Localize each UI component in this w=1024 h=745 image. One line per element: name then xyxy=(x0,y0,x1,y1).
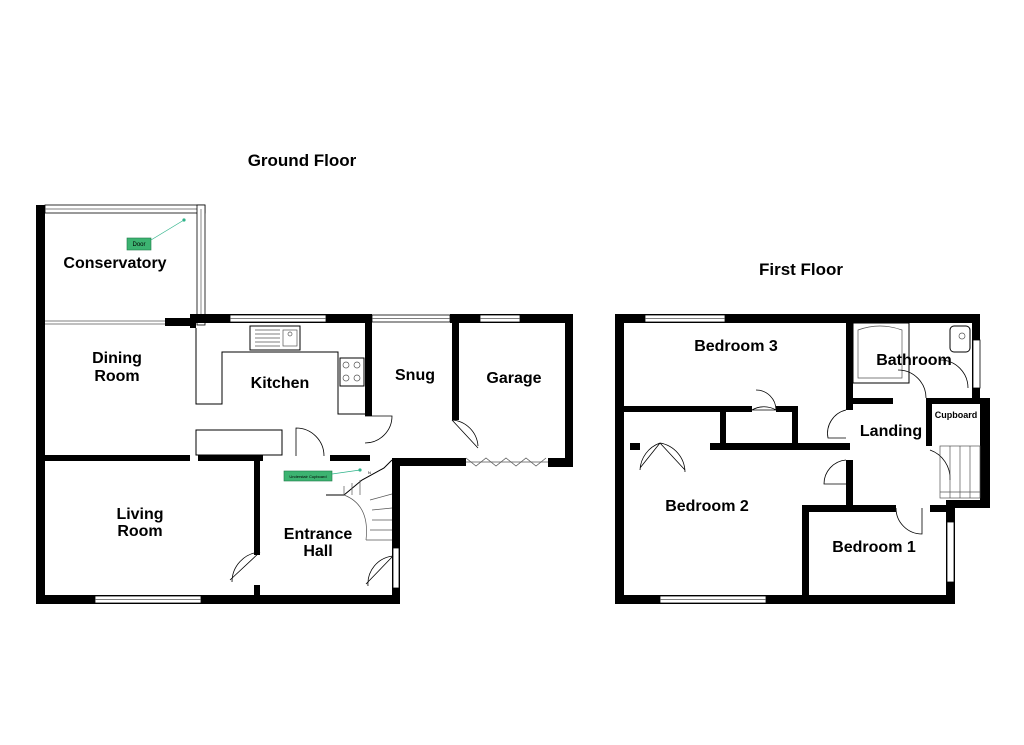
door-tag-label: Door xyxy=(132,242,145,248)
conservatory-walls xyxy=(36,204,206,326)
first-floor-plan: First Floor xyxy=(615,260,990,604)
understair-cupboard-label: Understair Cupboard xyxy=(289,474,326,479)
bedroom-3-label: Bedroom 3 xyxy=(694,338,778,355)
entrance-hall-label-line1: Entrance xyxy=(284,526,353,543)
landing-label: Landing xyxy=(860,423,922,440)
kitchen-label: Kitchen xyxy=(251,375,310,392)
garage-label: Garage xyxy=(486,370,541,387)
entrance-hall-label-line2: Hall xyxy=(303,543,332,560)
cupboard-label: Cupboard xyxy=(935,410,978,420)
conservatory-label: Conservatory xyxy=(63,255,166,272)
ground-floor-doors xyxy=(229,415,479,587)
dining-room-label-line2: Room xyxy=(94,368,139,385)
dining-room-label-line1: Dining xyxy=(92,350,142,367)
ground-floor-stairs xyxy=(326,459,393,541)
bedroom-1-window xyxy=(946,521,955,583)
snug-label: Snug xyxy=(395,367,435,384)
understair-cupboard-tag: Understair Cupboard xyxy=(283,468,362,482)
bedroom-2-label: Bedroom 2 xyxy=(665,498,749,515)
first-floor-walls xyxy=(615,314,990,604)
ground-floor-plan: Ground Floor xyxy=(36,151,573,604)
first-floor-stairs xyxy=(939,445,981,499)
bedroom-1-label: Bedroom 1 xyxy=(832,539,916,556)
living-room-label-line1: Living xyxy=(116,506,163,523)
door-tag: Door xyxy=(126,218,186,251)
bathroom-window xyxy=(972,339,981,389)
stair-mark: N xyxy=(368,470,371,475)
bathroom-label: Bathroom xyxy=(876,352,952,369)
first-floor-title: First Floor xyxy=(759,260,843,279)
ground-floor-title: Ground Floor xyxy=(248,151,357,170)
bathroom-fittings xyxy=(852,322,971,399)
kitchen-units xyxy=(195,325,365,456)
hall-window xyxy=(392,547,400,589)
garage-door xyxy=(465,457,548,467)
living-room-label-line2: Room xyxy=(117,523,162,540)
